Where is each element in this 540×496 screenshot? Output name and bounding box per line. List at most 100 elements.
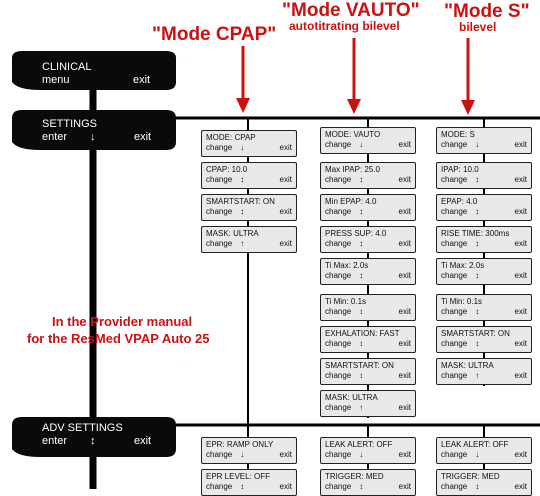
settings-menu-shape [12, 110, 176, 150]
setting-controls: change↓exit [206, 450, 292, 460]
setting-label: EPR: RAMP ONLY [206, 440, 274, 449]
setting-controls: change↕exit [325, 371, 411, 381]
setting-label: EPAP: 4.0 [441, 197, 478, 206]
change-label: change [441, 307, 468, 316]
exit-label: exit [398, 207, 411, 216]
exit-label: exit [398, 403, 411, 412]
title-mode-s: "Mode S" [444, 1, 530, 22]
exit-label: exit [514, 271, 527, 280]
setting-label: SMARTSTART: ON [441, 329, 510, 338]
change-label: change [206, 482, 233, 491]
navigation-arrow-icon: ↕ [359, 482, 364, 491]
exit-label: exit [398, 450, 411, 459]
adv-menu-right: exit [134, 435, 152, 447]
setting-label: Ti Max: 2.0s [325, 261, 369, 270]
setting-label: SMARTSTART: ON [325, 361, 394, 370]
clinical-menu-title: CLINICAL [42, 61, 92, 73]
navigation-arrow-icon: ↑ [359, 403, 364, 412]
change-label: change [441, 271, 468, 280]
setting-label: LEAK ALERT: OFF [325, 440, 393, 449]
change-label: change [325, 339, 352, 348]
settings-menu-arrow: ↓ [90, 131, 96, 143]
setting-controls: change ↕ exit [441, 307, 527, 317]
exit-label: exit [514, 307, 527, 316]
clinical-menu-right: exit [133, 74, 151, 86]
setting-label: TRIGGER: MED [441, 472, 500, 481]
s-red-arrow [461, 38, 475, 115]
change-label: change [325, 239, 352, 248]
navigation-arrow-icon: ↓ [475, 140, 480, 149]
subtitle-vauto: autotitrating bilevel [289, 19, 400, 33]
setting-controls: change↑exit [206, 239, 292, 249]
change-label: change [325, 207, 352, 216]
navigation-arrow-icon: ↕ [359, 371, 364, 380]
setting-controls: change↕exit [206, 175, 292, 185]
change-label: change [441, 339, 468, 348]
setting-label: LEAK ALERT: OFF [441, 440, 509, 449]
settings-menu-left: enter [42, 131, 68, 143]
exit-label: exit [398, 239, 411, 248]
change-label: change [325, 140, 352, 149]
setting-label: Ti Min: 0.1s [325, 297, 367, 306]
navigation-arrow-icon: ↕ [359, 239, 364, 248]
setting-controls: change↕exit [441, 339, 527, 349]
setting-controls: change ↕ exit [325, 271, 411, 281]
setting-label: Max IPAP: 25.0 [325, 165, 380, 174]
exit-label: exit [279, 175, 292, 184]
adv-menu-left: enter [42, 435, 68, 447]
setting-controls: change↓exit [206, 143, 292, 153]
setting-controls: change↕exit [325, 339, 411, 349]
setting-controls: change↓exit [441, 450, 527, 460]
navigation-arrow-icon: ↓ [359, 140, 364, 149]
navigation-arrow-icon: ↕ [359, 307, 364, 316]
settings-menu-title: SETTINGS [42, 118, 98, 130]
setting-controls: change↕exit [325, 482, 411, 492]
change-label: change [441, 140, 468, 149]
setting-label: MASK: ULTRA [206, 229, 259, 238]
setting-label: MODE: CPAP [206, 133, 256, 142]
navigation-arrow-icon: ↓ [240, 450, 245, 459]
exit-label: exit [514, 450, 527, 459]
exit-label: exit [398, 307, 411, 316]
exit-label: exit [398, 271, 411, 280]
title-mode-cpap: "Mode CPAP" [152, 24, 277, 45]
setting-controls: change↕exit [441, 207, 527, 217]
change-label: change [441, 450, 468, 459]
navigation-arrow-icon: ↕ [475, 175, 480, 184]
subtitle-s: bilevel [459, 20, 497, 34]
adv-menu-title: ADV SETTINGS [42, 422, 123, 434]
navigation-arrow-icon: ↕ [475, 307, 480, 316]
navigation-arrow-icon: ↕ [475, 239, 480, 248]
navigation-arrow-icon: ↕ [359, 271, 364, 280]
change-label: change [325, 271, 352, 280]
exit-label: exit [398, 482, 411, 491]
setting-label: EPR LEVEL: OFF [206, 472, 271, 481]
setting-controls: change↕exit [206, 482, 292, 492]
exit-label: exit [514, 371, 527, 380]
setting-controls: change↕exit [206, 207, 292, 217]
setting-label: Ti Max: 2.0s [441, 261, 485, 270]
navigation-arrow-icon: ↑ [240, 239, 245, 248]
exit-label: exit [514, 239, 527, 248]
exit-label: exit [514, 207, 527, 216]
setting-label: PRESS SUP: 4.0 [325, 229, 387, 238]
change-label: change [441, 175, 468, 184]
change-label: change [325, 450, 352, 459]
setting-controls: change↓exit [441, 140, 527, 150]
